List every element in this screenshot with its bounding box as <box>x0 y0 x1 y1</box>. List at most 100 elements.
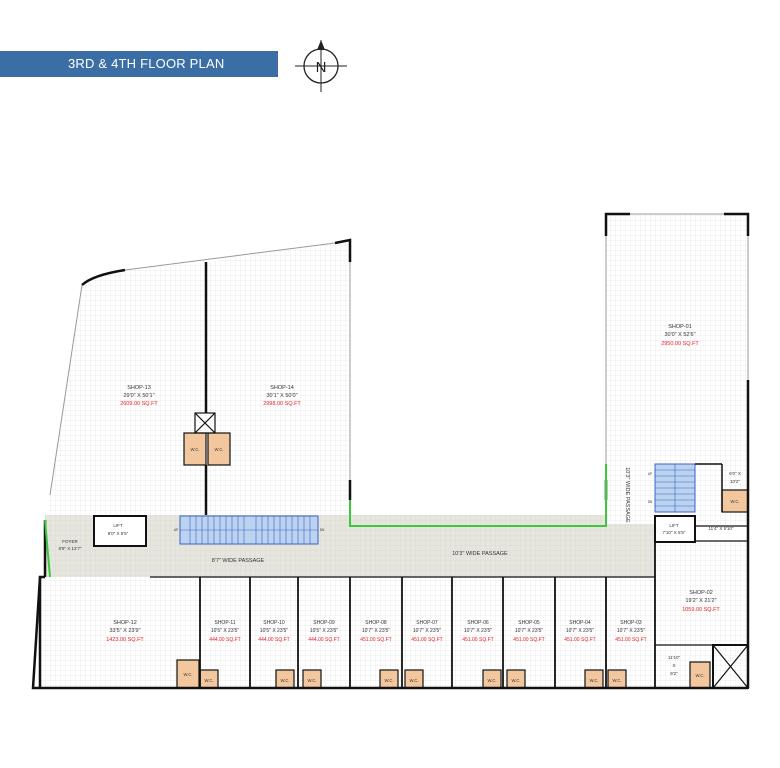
wc-14 <box>207 432 231 466</box>
shop-11-label: SHOP-11 10'5" X 23'5" 444.00 SQ.FT <box>209 620 240 643</box>
shop-12-name: SHOP-12 <box>113 620 137 626</box>
shop-13-floor <box>45 262 206 520</box>
shop-01-area: 2950.00 SQ.FT <box>661 341 699 347</box>
east-staircase <box>654 463 696 513</box>
stair-dn-label-east: DN <box>648 500 653 504</box>
wc-label: W.C. <box>511 678 520 683</box>
shop-09-name: SHOP-09 <box>313 620 335 626</box>
shop-14-label: SHOP-14 30'1" X 50'0" 2998.00 SQ.FT <box>263 385 301 407</box>
shop-05-dims: 10'7" X 23'5" <box>515 628 543 634</box>
wc-label: W.C. <box>214 447 223 452</box>
wc-label: W.C. <box>730 499 739 504</box>
stair-up-label-east: UP <box>648 472 652 476</box>
foyer-label: FOYER <box>62 539 78 544</box>
shop-08-label: SHOP-08 10'7" X 23'5" 451.00 SQ.FT <box>360 620 391 643</box>
shop-04-dims: 10'7" X 23'5" <box>566 628 594 634</box>
shop-13-label: SHOP-13 29'0" X 50'1" 2609.00 SQ.FT <box>120 385 158 407</box>
passage-left-label: 8'7" WIDE PASSAGE <box>212 558 265 564</box>
shop-04-name: SHOP-04 <box>569 620 591 626</box>
circulation-labels: 8'7" WIDE PASSAGE 10'3" WIDE PASSAGE 10'… <box>59 467 741 676</box>
stair-up-label: UP <box>174 528 178 532</box>
lift-right <box>654 515 696 543</box>
shop-07-area: 451.00 SQ.FT <box>411 637 442 643</box>
shop-10-label: SHOP-10 10'5" X 23'5" 444.00 SQ.FT <box>258 620 289 643</box>
shop-04-label: SHOP-04 10'7" X 23'5" 451.00 SQ.FT <box>564 620 595 643</box>
shop-14-name: SHOP-14 <box>270 385 294 391</box>
room-11-4-label: 11'4" X 5'10" <box>708 526 733 531</box>
shop-04-area: 451.00 SQ.FT <box>564 637 595 643</box>
shop-01-label: SHOP-01 30'0" X 52'6" 2950.00 SQ.FT <box>661 324 699 347</box>
shop-07-name: SHOP-07 <box>416 620 438 626</box>
wc-label: W.C. <box>307 678 316 683</box>
shop-02-dims: 19'2" X 21'2" <box>685 598 716 604</box>
stair-dn-label: DN <box>320 528 325 532</box>
shop-01-floor <box>606 214 748 464</box>
shop-13-dims: 29'0" X 50'1" <box>123 393 154 399</box>
lift-boxes <box>93 515 696 547</box>
shop-05-label: SHOP-05 10'7" X 23'5" 451.00 SQ.FT <box>513 620 544 643</box>
shop-03-name: SHOP-03 <box>620 620 642 626</box>
shop-08-name: SHOP-08 <box>365 620 387 626</box>
shop-03-dims: 10'7" X 23'5" <box>617 628 645 634</box>
lift-left-label: LIFT <box>113 523 123 528</box>
wc-label: W.C. <box>204 678 213 683</box>
central-staircase <box>179 515 319 545</box>
shop-07-dims: 10'7" X 23'5" <box>413 628 441 634</box>
wc-label: W.C. <box>612 678 621 683</box>
shop-10-area: 444.00 SQ.FT <box>258 637 289 643</box>
lift-right-label: LIFT <box>669 523 679 528</box>
floor-areas <box>40 214 748 688</box>
lift-right-dims: 7'10" X 5'5" <box>663 530 686 535</box>
shop-03-area: 451.00 SQ.FT <box>615 637 646 643</box>
shop-10-dims: 10'5" X 23'5" <box>260 628 288 634</box>
shop-07-label: SHOP-07 10'7" X 23'5" 451.00 SQ.FT <box>411 620 442 643</box>
room-6-0-label: 6'0" X <box>729 471 741 476</box>
shop-06-name: SHOP-06 <box>467 620 489 626</box>
shop-08-dims: 10'7" X 23'5" <box>362 628 390 634</box>
shop-02-name: SHOP-02 <box>689 590 713 596</box>
shop-09-dims: 10'5" X 23'5" <box>310 628 338 634</box>
shop-05-name: SHOP-05 <box>518 620 540 626</box>
shop-14-dims: 30'1" X 50'0" <box>266 393 297 399</box>
shop-05-area: 451.00 SQ.FT <box>513 637 544 643</box>
lift-left-dims: 8'0" X 5'5" <box>108 531 129 536</box>
shop-06-dims: 10'7" X 23'5" <box>464 628 492 634</box>
shop-03-label: SHOP-03 10'7" X 23'5" 451.00 SQ.FT <box>615 620 646 643</box>
shop-14-area: 2998.00 SQ.FT <box>263 401 301 407</box>
north-compass-icon: N <box>295 40 347 92</box>
shop-13-name: SHOP-13 <box>127 385 151 391</box>
shop-12-area: 1423.00 SQ.FT <box>106 637 144 643</box>
wc-label: W.C. <box>183 672 192 677</box>
lift-left <box>93 515 147 547</box>
shop-12-dims: 33'5" X 23'9" <box>109 628 140 634</box>
wc-label: W.C. <box>589 678 598 683</box>
wc-label: W.C. <box>695 673 704 678</box>
thin-edges <box>49 213 749 496</box>
south-shops-floor <box>40 577 655 688</box>
wc-labels: W.C. W.C. W.C. W.C. W.C. W.C. W.C. W.C. … <box>183 447 739 683</box>
wc-label: W.C. <box>384 678 393 683</box>
shop-02-label: SHOP-02 19'2" X 21'2" 1059.00 SQ.FT <box>682 590 720 613</box>
wc-label: W.C. <box>409 678 418 683</box>
wc-label: W.C. <box>280 678 289 683</box>
shop-11-dims: 10'5" X 23'5" <box>211 628 239 634</box>
shop-12-label: SHOP-12 33'5" X 23'9" 1423.00 SQ.FT <box>106 620 144 643</box>
shop-14-floor <box>206 240 350 520</box>
passage-right-label: 10'3" WIDE PASSAGE <box>624 467 630 523</box>
room-11-10-label-c: 9'2" <box>670 671 678 676</box>
plan-title: 3RD & 4TH FLOOR PLAN <box>68 56 225 71</box>
shop-01-name: SHOP-01 <box>668 324 692 330</box>
passage-mid-label: 10'3" WIDE PASSAGE <box>452 551 508 557</box>
shop-10-name: SHOP-10 <box>263 620 285 626</box>
shop-11-name: SHOP-11 <box>214 620 235 626</box>
shop-13-area: 2609.00 SQ.FT <box>120 401 158 407</box>
north-label: N <box>316 59 327 76</box>
walls <box>31 212 750 690</box>
wc-label: W.C. <box>487 678 496 683</box>
wc-label: W.C. <box>190 447 199 452</box>
shop-06-area: 451.00 SQ.FT <box>462 637 493 643</box>
shop-02-area: 1059.00 SQ.FT <box>682 607 720 613</box>
open-edges <box>44 464 607 578</box>
shop-09-label: SHOP-09 10'5" X 23'5" 444.00 SQ.FT <box>308 620 339 643</box>
